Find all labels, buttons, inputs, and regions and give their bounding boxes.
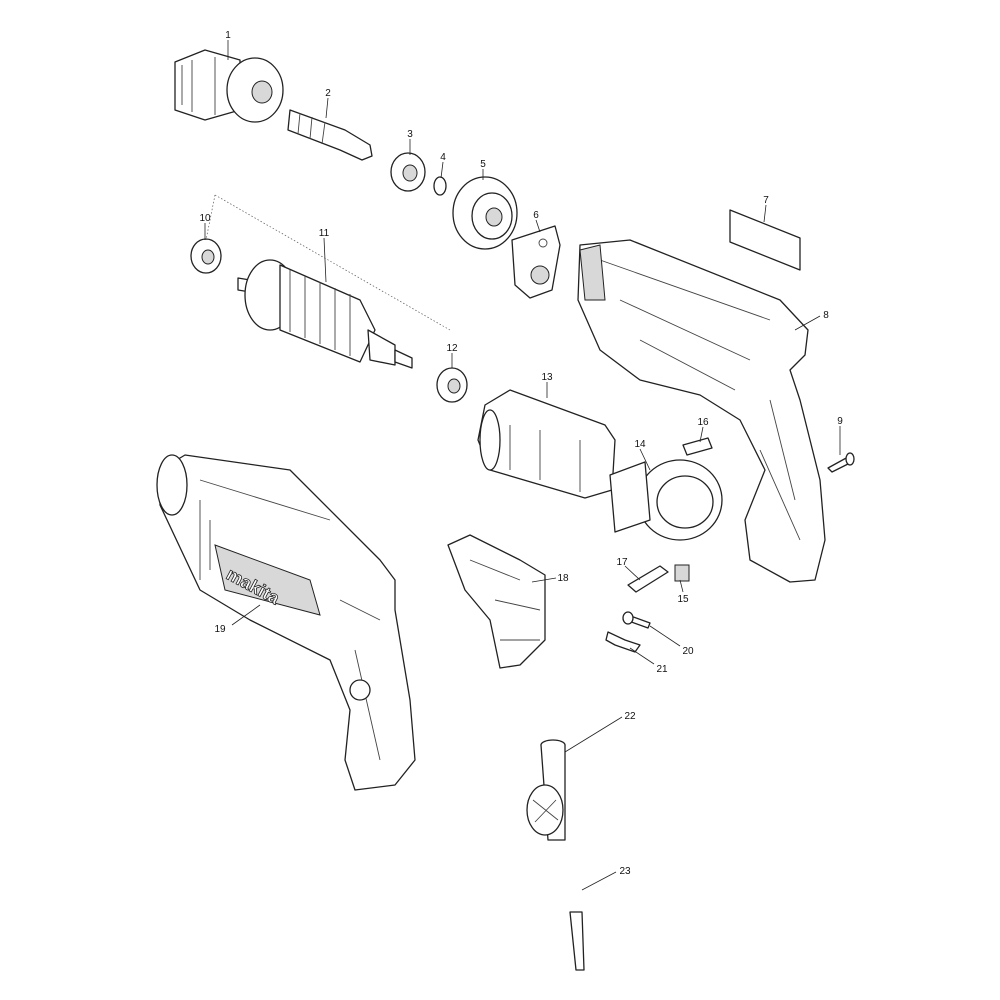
part-2-spindle	[287, 109, 373, 161]
callout-19: 19	[214, 624, 226, 635]
callout-7: 7	[763, 195, 769, 206]
callout-10: 10	[199, 213, 211, 224]
callout-14: 14	[634, 439, 646, 450]
callout-18: 18	[557, 573, 569, 584]
callout-23: 23	[619, 866, 631, 877]
callout-15: 15	[677, 594, 689, 605]
callout-labels: 1 2 3 4 5 6 7 8 9 10 11 12 13 14 15 16 1…	[199, 30, 843, 877]
part-21-strain-relief	[605, 631, 641, 653]
callout-20: 20	[682, 646, 694, 657]
part-6-bearing-retainer	[511, 225, 561, 299]
part-23-depth-gauge	[569, 911, 585, 971]
part-3-ball-bearing	[390, 152, 426, 192]
callout-8: 8	[823, 310, 829, 321]
part-19-housing-left: makita	[156, 454, 416, 791]
leader-lines	[204, 40, 841, 891]
part-11-armature	[237, 259, 413, 369]
part-1-keyless-chuck	[174, 49, 284, 123]
part-12-ball-bearing	[436, 367, 468, 403]
callout-3: 3	[407, 129, 413, 140]
part-16-brush-holder-cap	[682, 437, 713, 456]
part-7-name-plate	[729, 209, 801, 271]
part-22-side-grip	[526, 739, 566, 841]
callout-11: 11	[319, 228, 330, 239]
callout-1: 1	[225, 30, 231, 41]
part-4-retaining-ring	[433, 176, 447, 196]
callout-5: 5	[480, 159, 486, 170]
assembly-line	[205, 194, 216, 241]
callout-17: 17	[616, 557, 628, 568]
callout-9: 9	[837, 416, 843, 427]
callout-21: 21	[656, 664, 668, 675]
part-8-housing-set	[577, 239, 826, 583]
callout-4: 4	[440, 152, 446, 163]
part-15-carbon-brush	[674, 564, 690, 582]
part-13-field	[477, 389, 616, 499]
callout-16: 16	[697, 417, 709, 428]
callout-2: 2	[325, 88, 331, 99]
part-10-ball-bearing	[190, 238, 222, 274]
callout-22: 22	[624, 711, 636, 722]
part-5-helical-gear	[452, 176, 518, 250]
part-20-tapping-screw	[622, 611, 651, 629]
part-9-tapping-screw	[827, 452, 855, 473]
callout-6: 6	[533, 210, 539, 221]
callout-12: 12	[446, 343, 458, 354]
part-18-switch	[447, 534, 546, 669]
callout-13: 13	[541, 372, 553, 383]
part-14-brush-holder	[609, 459, 723, 541]
part-17-switch-lever	[627, 565, 669, 593]
